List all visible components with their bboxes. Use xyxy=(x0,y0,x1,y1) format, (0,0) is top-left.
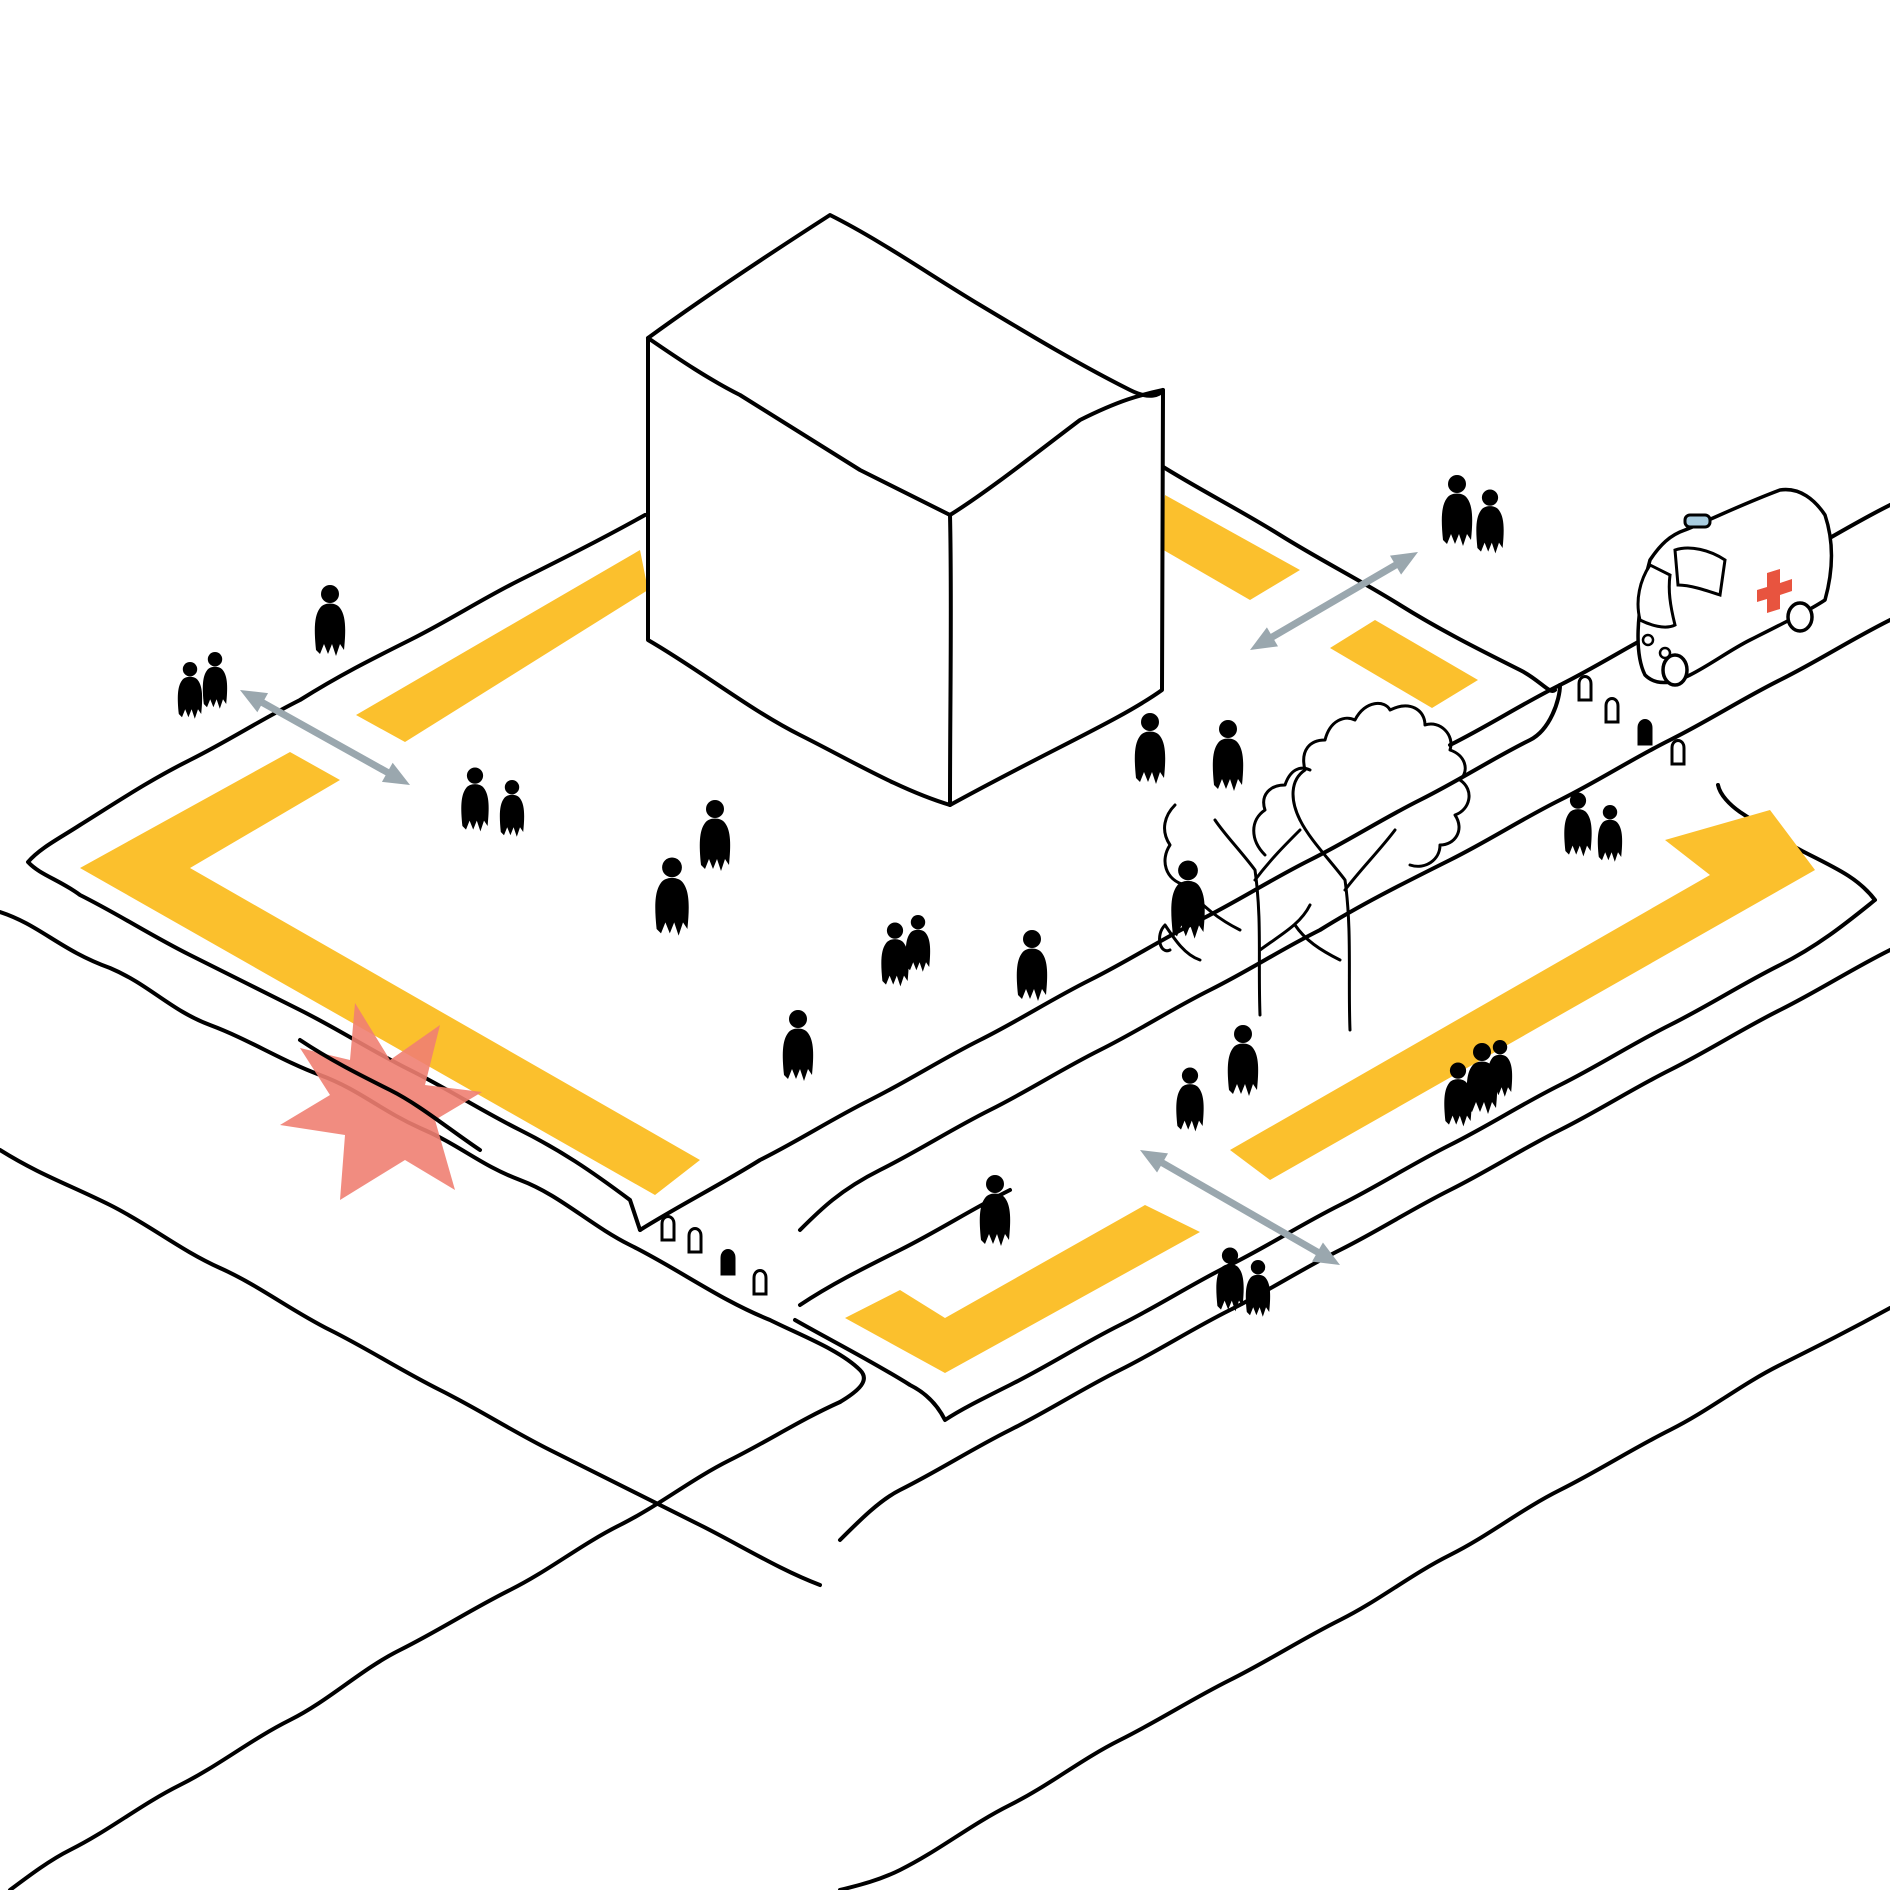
cube-vertical-edge xyxy=(948,513,953,807)
bollard xyxy=(1577,675,1593,702)
person-icon xyxy=(1171,860,1205,939)
yellow-zone xyxy=(80,752,700,1195)
flow-arrows xyxy=(240,552,1418,1265)
person-icon xyxy=(1245,1260,1271,1317)
red-cross xyxy=(1757,569,1792,613)
road-edge-mid xyxy=(798,618,1890,1232)
person-icon xyxy=(1441,475,1473,546)
yellow-zone xyxy=(1230,810,1815,1180)
double-headed-arrow-icon xyxy=(240,690,410,785)
bollard xyxy=(1670,739,1686,766)
street-edge-right-lower xyxy=(838,1306,1890,1890)
street-edge-far-right xyxy=(838,948,1890,1542)
front-wheel xyxy=(1661,653,1689,687)
person-icon xyxy=(782,1010,814,1081)
plaza-right-outline xyxy=(1158,463,1557,693)
yellow-zones xyxy=(80,495,1815,1373)
yellow-zone xyxy=(1330,620,1478,708)
person-icon xyxy=(1176,1067,1204,1132)
siren-light xyxy=(1683,513,1712,529)
hazard-street-overlay xyxy=(298,1038,482,1152)
plaza-lower-outline xyxy=(793,783,1877,1422)
person-icon xyxy=(1476,489,1504,554)
bollard xyxy=(1637,719,1653,746)
bollard xyxy=(1604,697,1620,724)
person-icon xyxy=(202,652,228,709)
plaza-left-road-edge xyxy=(638,683,1562,1232)
street-edge-right-upper xyxy=(8,1400,842,1890)
person-icon xyxy=(1564,792,1592,857)
person-icon xyxy=(1216,1247,1244,1312)
yellow-zone xyxy=(1160,495,1300,600)
bollard xyxy=(660,1215,676,1242)
street-edge-upper-left xyxy=(0,910,866,1404)
person-icon xyxy=(461,767,489,832)
person-icon xyxy=(1597,805,1623,862)
double-headed-arrow-icon xyxy=(1140,1150,1340,1265)
person-icon xyxy=(314,585,346,656)
person-icon xyxy=(979,1175,1011,1246)
person-icon xyxy=(1212,720,1244,791)
person-icon xyxy=(1134,713,1166,784)
person-icon xyxy=(881,922,909,987)
person-icon xyxy=(177,662,203,719)
yellow-zone xyxy=(356,550,648,742)
starburst-hazard-icon xyxy=(280,1003,482,1200)
rear-wheel xyxy=(1786,601,1814,633)
tree-icon xyxy=(1158,701,1471,1032)
bollard xyxy=(687,1227,703,1254)
plaza-lower-inner xyxy=(798,1188,1012,1307)
ambulance-icon xyxy=(1636,487,1834,687)
street-edge-lower-left xyxy=(0,1148,822,1587)
person-icon xyxy=(655,857,689,936)
person-icon xyxy=(1016,930,1048,1001)
person-icon xyxy=(499,780,525,837)
bollard xyxy=(752,1269,768,1296)
person-icon xyxy=(1227,1025,1259,1096)
yellow-zone xyxy=(845,1205,1200,1373)
person-icon xyxy=(905,915,931,972)
cube-top-edge-front xyxy=(646,336,1165,517)
bollard xyxy=(720,1249,736,1276)
plaza-lower-block xyxy=(793,783,1877,1422)
cube-building xyxy=(646,213,1165,807)
double-headed-arrow-icon xyxy=(1250,552,1418,650)
bollard-icon xyxy=(660,675,1686,1296)
person-icon xyxy=(699,800,731,871)
